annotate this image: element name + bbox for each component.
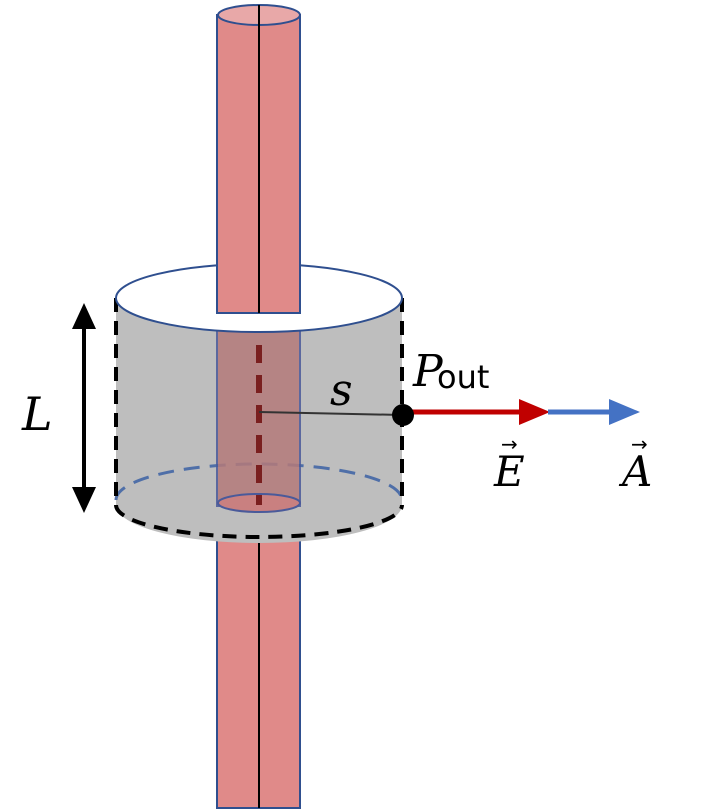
- length-arrow: [72, 303, 96, 513]
- field-vector-mark: →: [501, 432, 518, 456]
- field-arrow: [402, 399, 550, 425]
- area-vector-mark: →: [631, 432, 648, 456]
- label-length: L: [21, 387, 53, 441]
- wire-lower: [216, 504, 301, 809]
- label-field: → E: [493, 432, 525, 496]
- wire-upper: [216, 4, 301, 314]
- svg-text:E: E: [493, 447, 525, 496]
- label-point-subscript: out: [437, 358, 489, 396]
- area-arrow: [548, 399, 640, 425]
- svg-text:A: A: [618, 447, 652, 496]
- cylinder-bottom-front-edge: [114, 504, 404, 539]
- label-area: → A: [618, 432, 652, 496]
- point-marker: [392, 404, 414, 426]
- label-radius: s: [330, 365, 353, 416]
- radius-line: [258, 411, 403, 416]
- wire-inner: [216, 315, 301, 513]
- label-point: P: [412, 346, 444, 397]
